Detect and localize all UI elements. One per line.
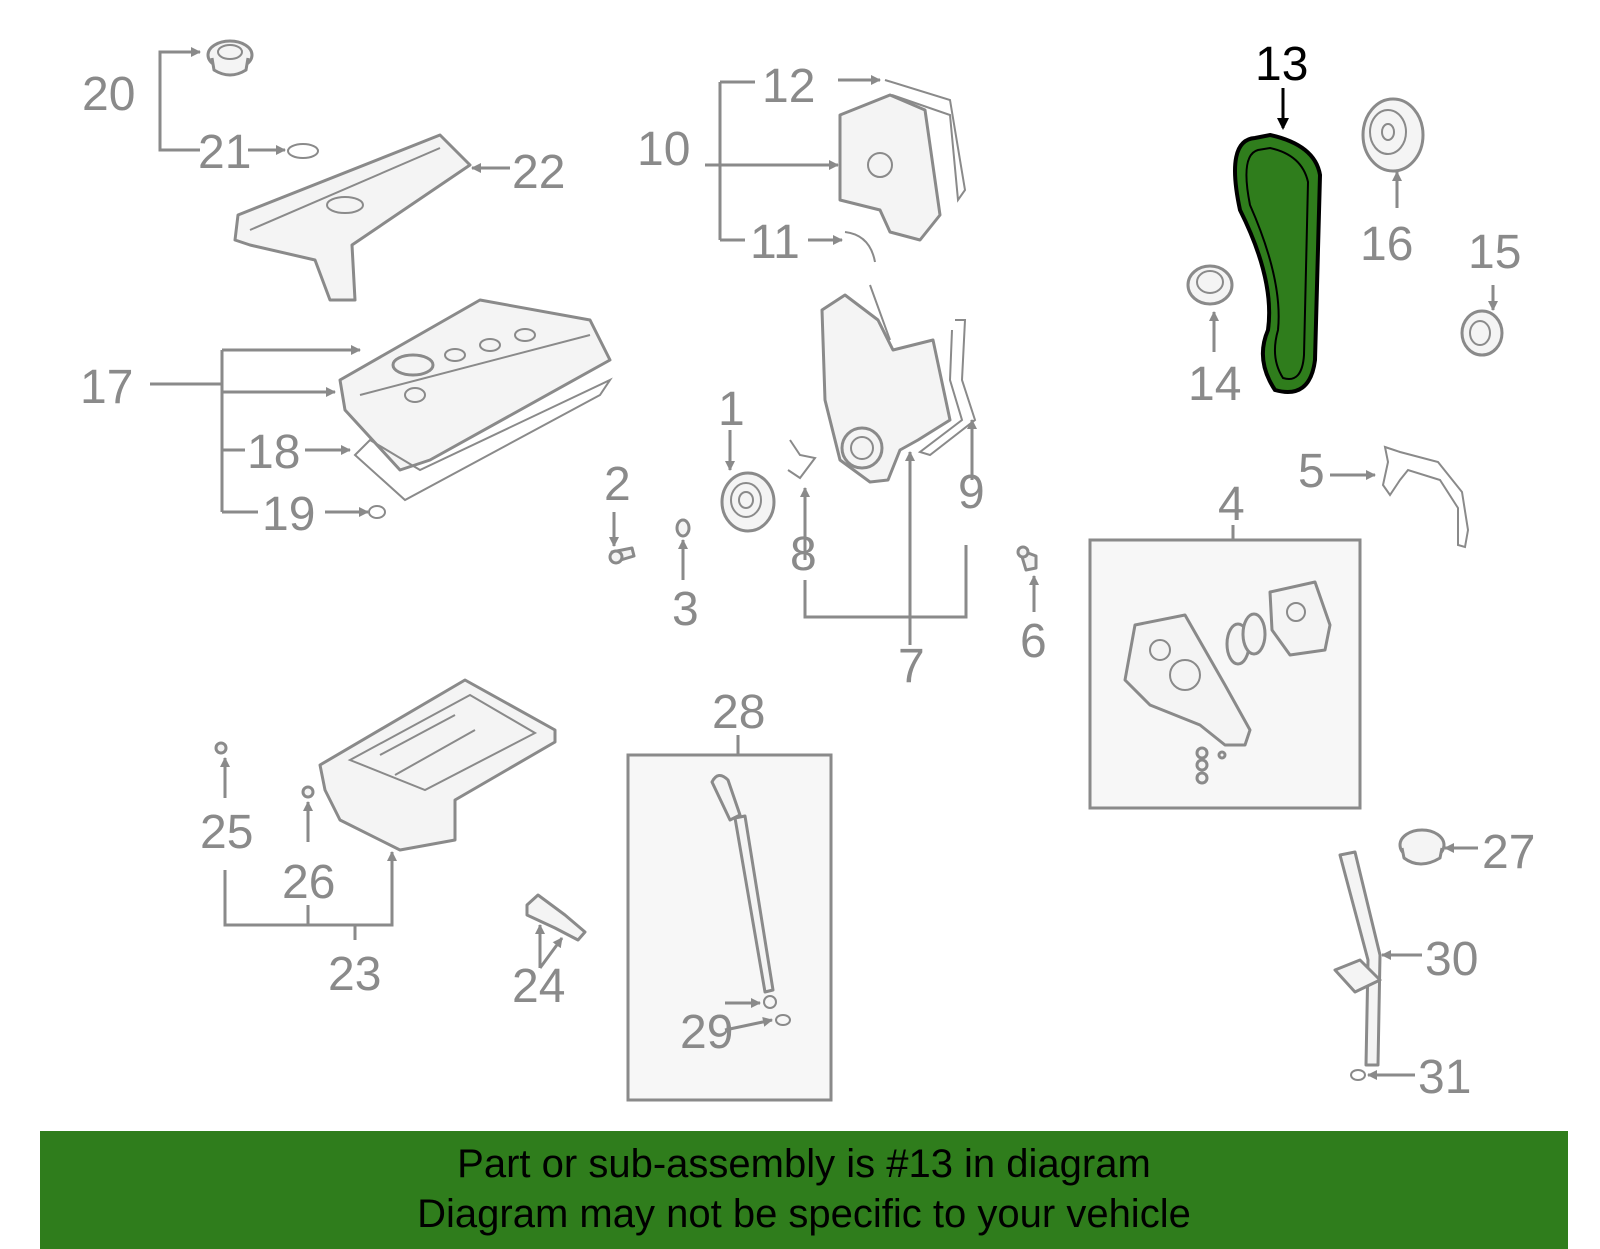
label-15: 15 (1468, 226, 1521, 279)
label-11: 11 (750, 216, 800, 269)
valve-cover-gasket-part (353, 377, 613, 502)
valve-cover-part (338, 298, 612, 472)
label-19: 19 (262, 488, 315, 541)
oil-cap-seal-part (287, 143, 319, 159)
camshaft-sprocket-part (1361, 97, 1425, 173)
label-18: 18 (247, 426, 300, 479)
banner-line-2: Diagram may not be specific to your vehi… (417, 1192, 1191, 1236)
label-29: 29 (680, 1006, 733, 1059)
label-22: 22 (512, 146, 565, 199)
info-banner: Part or sub-assembly is #13 in diagram D… (40, 1131, 1568, 1249)
oil-pan-part (318, 678, 557, 852)
label-7: 7 (898, 640, 925, 693)
label-24: 24 (512, 960, 565, 1013)
label-27: 27 (1482, 826, 1535, 879)
oil-pump-gasket-part (1381, 445, 1470, 549)
dipstick-part (710, 774, 791, 1026)
tensioner-pulley-part (1460, 309, 1504, 357)
timing-belt-part (1233, 132, 1323, 394)
sealant-tube-part (525, 893, 587, 942)
label-2: 2 (604, 458, 631, 511)
guide-plate-part (787, 439, 817, 480)
label-4: 4 (1218, 478, 1245, 531)
upper-timing-cover-part (838, 93, 942, 242)
label-25: 25 (200, 806, 253, 859)
dipstick-tube-cap-part (1398, 828, 1446, 866)
label-28: 28 (712, 686, 765, 739)
label-8: 8 (790, 528, 817, 581)
label-10: 10 (637, 123, 690, 176)
sensor-part (1016, 545, 1038, 572)
idler-pulley-part (1186, 264, 1234, 306)
label-20: 20 (82, 68, 135, 121)
lower-cover-gasket-part (917, 319, 977, 457)
engine-cover-part (233, 133, 472, 302)
label-17: 17 (80, 361, 133, 414)
drain-washer-26-part (301, 785, 315, 799)
crank-key-part (675, 518, 691, 538)
dipstick-tube-part (1338, 850, 1382, 1067)
banner-line-1: Part or sub-assembly is #13 in diagram (457, 1142, 1151, 1186)
label-14: 14 (1188, 358, 1241, 411)
label-31: 31 (1418, 1051, 1471, 1104)
oil-pump-part (1123, 580, 1332, 785)
label-23: 23 (328, 948, 381, 1001)
label-16: 16 (1360, 218, 1413, 271)
label-30: 30 (1425, 933, 1478, 986)
label-1: 1 (718, 383, 745, 436)
label-9: 9 (958, 466, 985, 519)
drain-bolt-25-part (214, 741, 228, 755)
crankshaft-pulley-part (720, 471, 776, 533)
label-3: 3 (672, 583, 699, 636)
crank-bolt-part (608, 546, 636, 565)
label-21: 21 (198, 126, 251, 179)
label-5: 5 (1298, 445, 1325, 498)
label-13: 13 (1255, 38, 1308, 91)
label-26: 26 (282, 856, 335, 909)
label-6: 6 (1020, 615, 1047, 668)
label-12: 12 (762, 60, 815, 113)
upper-cover-gasket-part (884, 79, 967, 203)
oil-filler-cap-part (206, 39, 254, 77)
